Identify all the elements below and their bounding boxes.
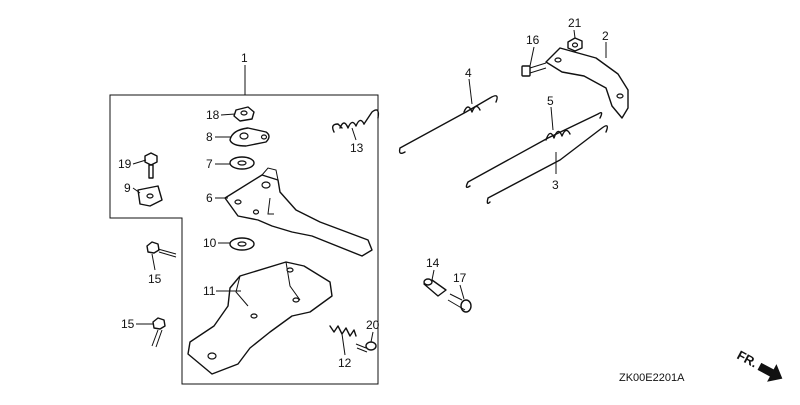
callout-12: 12 <box>338 356 352 370</box>
part-16-bolt <box>521 62 547 77</box>
part-5-rod <box>465 111 603 189</box>
part-20-screw <box>355 341 377 353</box>
callout-7: 7 <box>206 157 213 171</box>
part-15-bolt-lower <box>151 317 166 348</box>
callout-10: 10 <box>203 236 217 250</box>
callout-8: 8 <box>206 130 213 144</box>
callout-6: 6 <box>206 191 213 205</box>
part-4-rod <box>398 95 498 155</box>
part-15-bolt-upper <box>146 241 177 258</box>
callout-11: 11 <box>203 284 216 298</box>
part-6-control-lever <box>224 167 373 257</box>
front-direction-marker: FR. <box>735 347 783 382</box>
part-10-washer <box>229 237 255 251</box>
callout-15-upper: 15 <box>148 272 162 286</box>
callout-5: 5 <box>547 94 554 108</box>
callout-19: 19 <box>118 157 132 171</box>
part-base-plate <box>187 261 333 375</box>
part-3-rod <box>486 125 609 205</box>
part-12-spring <box>329 325 357 337</box>
drawing-code: ZK00E2201A <box>619 372 685 384</box>
callout-2: 2 <box>602 29 609 43</box>
callout-4: 4 <box>465 66 472 80</box>
front-direction-label: FR. <box>735 347 761 370</box>
part-8-collar <box>229 127 270 147</box>
part-9-clip <box>137 185 163 207</box>
callout-3: 3 <box>552 178 559 192</box>
callout-14: 14 <box>426 256 440 270</box>
callout-20: 20 <box>366 318 380 332</box>
callout-16: 16 <box>526 33 540 47</box>
callout-17: 17 <box>453 271 467 285</box>
callout-18: 18 <box>206 108 220 122</box>
part-14-collar <box>423 278 447 297</box>
part-7-washer <box>229 156 255 170</box>
part-19-bolt <box>144 152 158 179</box>
part-21-nut <box>567 37 583 52</box>
part-18-nut <box>233 106 255 122</box>
callout-15-lower: 15 <box>121 317 135 331</box>
callout-21: 21 <box>568 16 582 30</box>
callout-1: 1 <box>241 51 248 65</box>
callout-9: 9 <box>124 181 131 195</box>
leader-lines <box>132 29 607 356</box>
callout-13: 13 <box>350 141 364 155</box>
part-13-spring <box>331 109 380 133</box>
assembly-frame <box>109 94 379 385</box>
part-2-bracket <box>545 47 629 119</box>
front-arrow-icon <box>757 362 783 382</box>
part-17-bolt <box>447 293 472 313</box>
